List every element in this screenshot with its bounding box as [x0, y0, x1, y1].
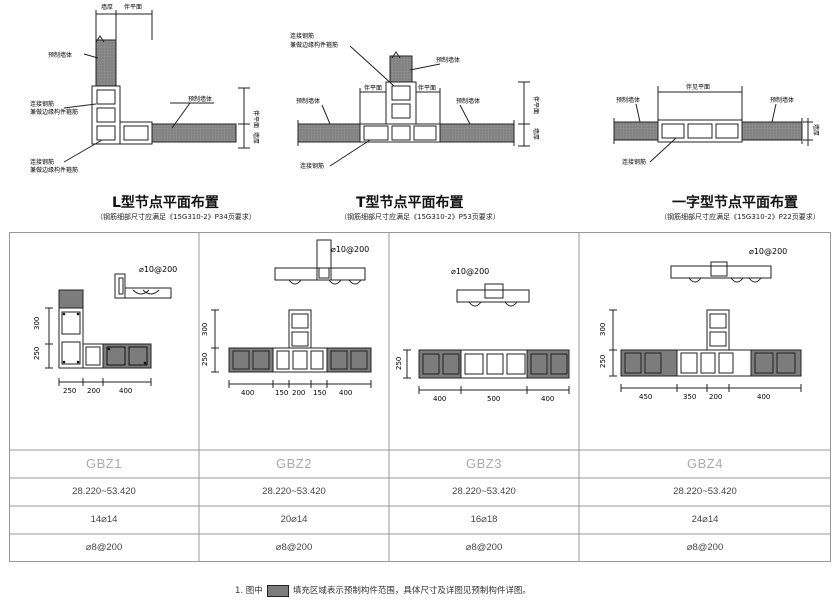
gbz3-rebar-note: ⌀10@200 — [451, 267, 489, 276]
t-label-precast-wall-left: 预制墙体 — [296, 97, 320, 105]
i-joint-diagram — [613, 86, 813, 163]
i-label-dim-right: 墙厚 — [812, 124, 820, 136]
gbz2-dim-bottom-4: 150 — [313, 389, 326, 397]
gbz4-longitudinal: 24⌀14 — [691, 514, 719, 525]
gbz1-dim-left-2: 250 — [33, 347, 41, 360]
gbz1-dim-left-1: 300 — [33, 317, 41, 330]
gbz2-longitudinal: 20⌀14 — [280, 514, 308, 525]
i-label-precast-wall-left: 预制墙体 — [616, 96, 640, 104]
l-joint-subtitle: （钢筋细部尺寸应满足《15G310-2》P34页要求） — [96, 213, 256, 221]
i-joint-subtitle: （钢筋细部尺寸应满足《15G310-2》P22页要求） — [660, 213, 820, 221]
i-label-bottom-rebar: 连接钢筋 — [622, 158, 646, 166]
gbz2-section — [211, 239, 372, 388]
l-label-flange: 伴平面 — [124, 3, 142, 11]
gbz3-name: GBZ3 — [466, 456, 502, 471]
t-label-connect-rebar-b: 兼做边缘构件箍筋 — [290, 41, 338, 49]
gbz4-section — [609, 261, 802, 392]
l-label-dim-right-2: 墙厚 — [252, 132, 260, 144]
gbz2-dim-left-2: 250 — [201, 353, 209, 366]
t-label-dim-right-2: 墙厚 — [532, 128, 540, 140]
gbz1-elevation: 28.220~53.420 — [72, 486, 136, 497]
gbz4-dim-bottom-4: 400 — [757, 393, 770, 401]
t-label-precast-wall-right: 预制墙体 — [456, 97, 480, 105]
i-label-flange: 伴见平面 — [686, 83, 710, 91]
t-label-precast-wall-top: 预制墙体 — [436, 56, 460, 64]
joint-layout-diagrams: 墙厚 伴平面 预制墙体 连接钢筋 兼做边缘构件箍筋 预制墙体 连接钢筋 兼做边缘… — [30, 3, 820, 174]
t-joint-subtitle: （钢筋细部尺寸应满足《15G310-2》P53页要求） — [340, 213, 500, 221]
gbz4-rebar-note: ⌀10@200 — [749, 247, 787, 256]
gbz4-dim-bottom-2: 350 — [683, 393, 696, 401]
note-text: 填充区域表示预制构件范围，具体尺寸及详图见预制构件详图。 — [292, 586, 531, 596]
l-label-dim-right-1: 伴平面 — [252, 110, 260, 128]
t-label-connect-rebar: 连接钢筋 — [290, 32, 314, 40]
gbz2-dim-bottom-5: 400 — [339, 389, 352, 397]
gbz1-stirrup: ⌀8@200 — [85, 542, 123, 553]
l-joint-title: L型节点平面布置 — [112, 195, 219, 211]
l-label-precast-wall-1: 预制墙体 — [48, 51, 72, 59]
legend-note: 1. 图中 填充区域表示预制构件范围，具体尺寸及详图见预制构件详图。 — [235, 584, 531, 597]
l-joint-diagram — [63, 10, 250, 163]
edge-member-table: ⌀10@200 300 250 250 200 400 — [9, 232, 831, 562]
gbz2-dim-bottom-1: 400 — [241, 389, 254, 397]
gbz2-rebar-note: ⌀10@200 — [331, 245, 369, 254]
t-label-flange-r: 伴平面 — [418, 84, 436, 92]
gbz3-dim-bottom-2: 500 — [487, 395, 500, 403]
note-prefix: 1. 图中 — [235, 586, 263, 596]
l-label-connect-rebar-1b: 兼做边缘构件箍筋 — [30, 108, 78, 116]
l-label-connect-rebar-2b: 兼做边缘构件箍筋 — [30, 166, 78, 174]
gbz3-elevation: 28.220~53.420 — [452, 486, 516, 497]
t-label-dim-right-1: 伴平面 — [532, 96, 540, 114]
gbz1-dim-bottom-3: 400 — [119, 387, 132, 395]
gbz1-name: GBZ1 — [86, 456, 122, 471]
gbz4-elevation: 28.220~53.420 — [673, 486, 737, 497]
l-label-wall-thickness: 墙厚 — [101, 3, 113, 11]
gbz3-dim-bottom-1: 400 — [433, 395, 446, 403]
gbz4-stirrup: ⌀8@200 — [686, 542, 724, 553]
gbz4-dim-left-2: 250 — [599, 355, 607, 368]
gbz3-section — [403, 283, 570, 394]
gbz4-dim-bottom-3: 200 — [709, 393, 722, 401]
gbz2-dim-bottom-3: 200 — [292, 389, 305, 397]
table-grid: ⌀10@200 300 250 250 200 400 — [9, 232, 831, 562]
gbz4-name: GBZ4 — [687, 456, 723, 471]
gbz2-dim-bottom-2: 150 — [275, 389, 288, 397]
i-joint-title: 一字型节点平面布置 — [672, 195, 798, 211]
t-joint-diagram — [297, 45, 530, 167]
gbz2-elevation: 28.220~53.420 — [262, 486, 326, 497]
gbz1-section — [45, 273, 172, 386]
gbz1-dim-bottom-1: 250 — [63, 387, 76, 395]
l-label-precast-wall-2: 预制墙体 — [188, 95, 212, 103]
gbz3-dim-bottom-3: 400 — [541, 395, 554, 403]
gbz1-longitudinal: 14⌀14 — [90, 514, 118, 525]
gbz4-dim-bottom-1: 450 — [639, 393, 652, 401]
l-label-connect-rebar-1: 连接钢筋 — [30, 100, 54, 108]
t-joint-title: T型节点平面布置 — [356, 195, 464, 211]
gbz1-rebar-note: ⌀10@200 — [139, 265, 177, 274]
gbz3-longitudinal: 16⌀18 — [470, 514, 498, 525]
t-label-flange-l: 伴平面 — [364, 84, 382, 92]
gbz2-dim-left-1: 300 — [201, 323, 209, 336]
gbz2-name: GBZ2 — [276, 456, 312, 471]
gbz1-dim-bottom-2: 200 — [87, 387, 100, 395]
t-label-bottom-rebar: 连接钢筋 — [300, 162, 324, 170]
gbz4-dim-left-1: 300 — [599, 323, 607, 336]
i-label-precast-wall-right: 预制墙体 — [770, 96, 794, 104]
gbz3-stirrup: ⌀8@200 — [465, 542, 503, 553]
fill-swatch — [266, 584, 289, 597]
gbz2-stirrup: ⌀8@200 — [275, 542, 313, 553]
l-label-connect-rebar-2: 连接钢筋 — [30, 158, 54, 166]
gbz3-dim-left-1: 250 — [395, 357, 403, 370]
